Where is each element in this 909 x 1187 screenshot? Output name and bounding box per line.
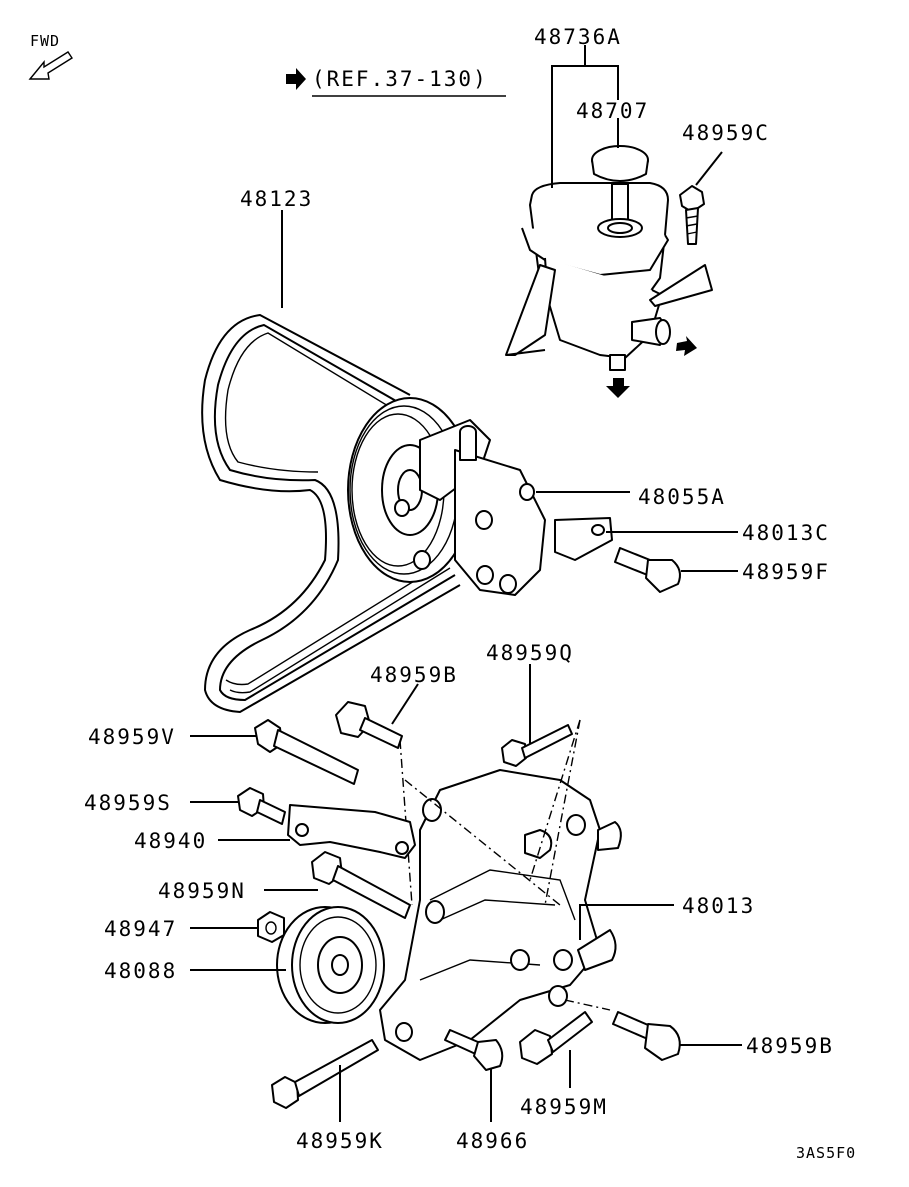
label-48013[interactable]: 48013 (682, 894, 755, 918)
fwd-arrow-icon: FWD (28, 32, 73, 80)
flow-arrow-right-icon (676, 336, 697, 356)
power-steering-pump[interactable] (347, 397, 546, 596)
bolt-48959S[interactable] (237, 787, 286, 825)
bracket-48013C[interactable] (554, 517, 613, 561)
label-48959Q[interactable]: 48959Q (486, 641, 574, 665)
label-48088[interactable]: 48088 (104, 959, 177, 983)
label-48013C[interactable]: 48013C (742, 521, 830, 545)
bolt-48959N[interactable] (311, 851, 411, 919)
bolt-48959M[interactable] (519, 1011, 593, 1065)
drive-belt[interactable] (201, 313, 461, 714)
label-48055A[interactable]: 48055A (638, 485, 726, 509)
nut-48947[interactable] (257, 911, 285, 943)
bolt-48959C[interactable] (679, 185, 705, 245)
label-48940[interactable]: 48940 (134, 829, 207, 853)
label-48959N[interactable]: 48959N (158, 879, 246, 903)
bolt-48959V[interactable] (254, 719, 359, 785)
label-48959F[interactable]: 48959F (742, 560, 830, 584)
ref-link[interactable]: (REF.37-130) (312, 67, 488, 91)
idler-pulley-48088[interactable] (276, 906, 385, 1024)
diagram-code: 3AS5F0 (796, 1144, 856, 1162)
label-48959S[interactable]: 48959S (84, 791, 172, 815)
label-48123[interactable]: 48123 (240, 187, 313, 211)
reservoir-cap[interactable] (591, 145, 649, 238)
bracket-48940[interactable] (287, 804, 416, 859)
label-48959V[interactable]: 48959V (88, 725, 176, 749)
label-48959K[interactable]: 48959K (296, 1129, 384, 1153)
label-48959C[interactable]: 48959C (682, 121, 770, 145)
bolt-48959K[interactable] (271, 1039, 379, 1109)
bolt-48959Q[interactable] (501, 724, 573, 767)
leader-lines (190, 45, 742, 1122)
flow-arrow-down-icon (606, 378, 630, 398)
label-48966[interactable]: 48966 (456, 1129, 529, 1153)
bolt-48959F[interactable] (614, 547, 681, 593)
label-48959B-top[interactable]: 48959B (370, 663, 458, 687)
reservoir-tank[interactable] (505, 182, 713, 371)
label-48959M[interactable]: 48959M (520, 1095, 608, 1119)
ref-arrow-icon (286, 68, 306, 90)
bolt-48959B-top[interactable] (335, 701, 403, 749)
label-48947[interactable]: 48947 (104, 917, 177, 941)
bolt-48959B-bottom[interactable] (612, 1011, 681, 1061)
fwd-label: FWD (30, 32, 60, 50)
label-48959B-bottom[interactable]: 48959B (746, 1034, 834, 1058)
label-48736A[interactable]: 48736A (534, 25, 622, 49)
label-48707[interactable]: 48707 (576, 99, 649, 123)
main-bracket-48013[interactable] (379, 769, 622, 1061)
